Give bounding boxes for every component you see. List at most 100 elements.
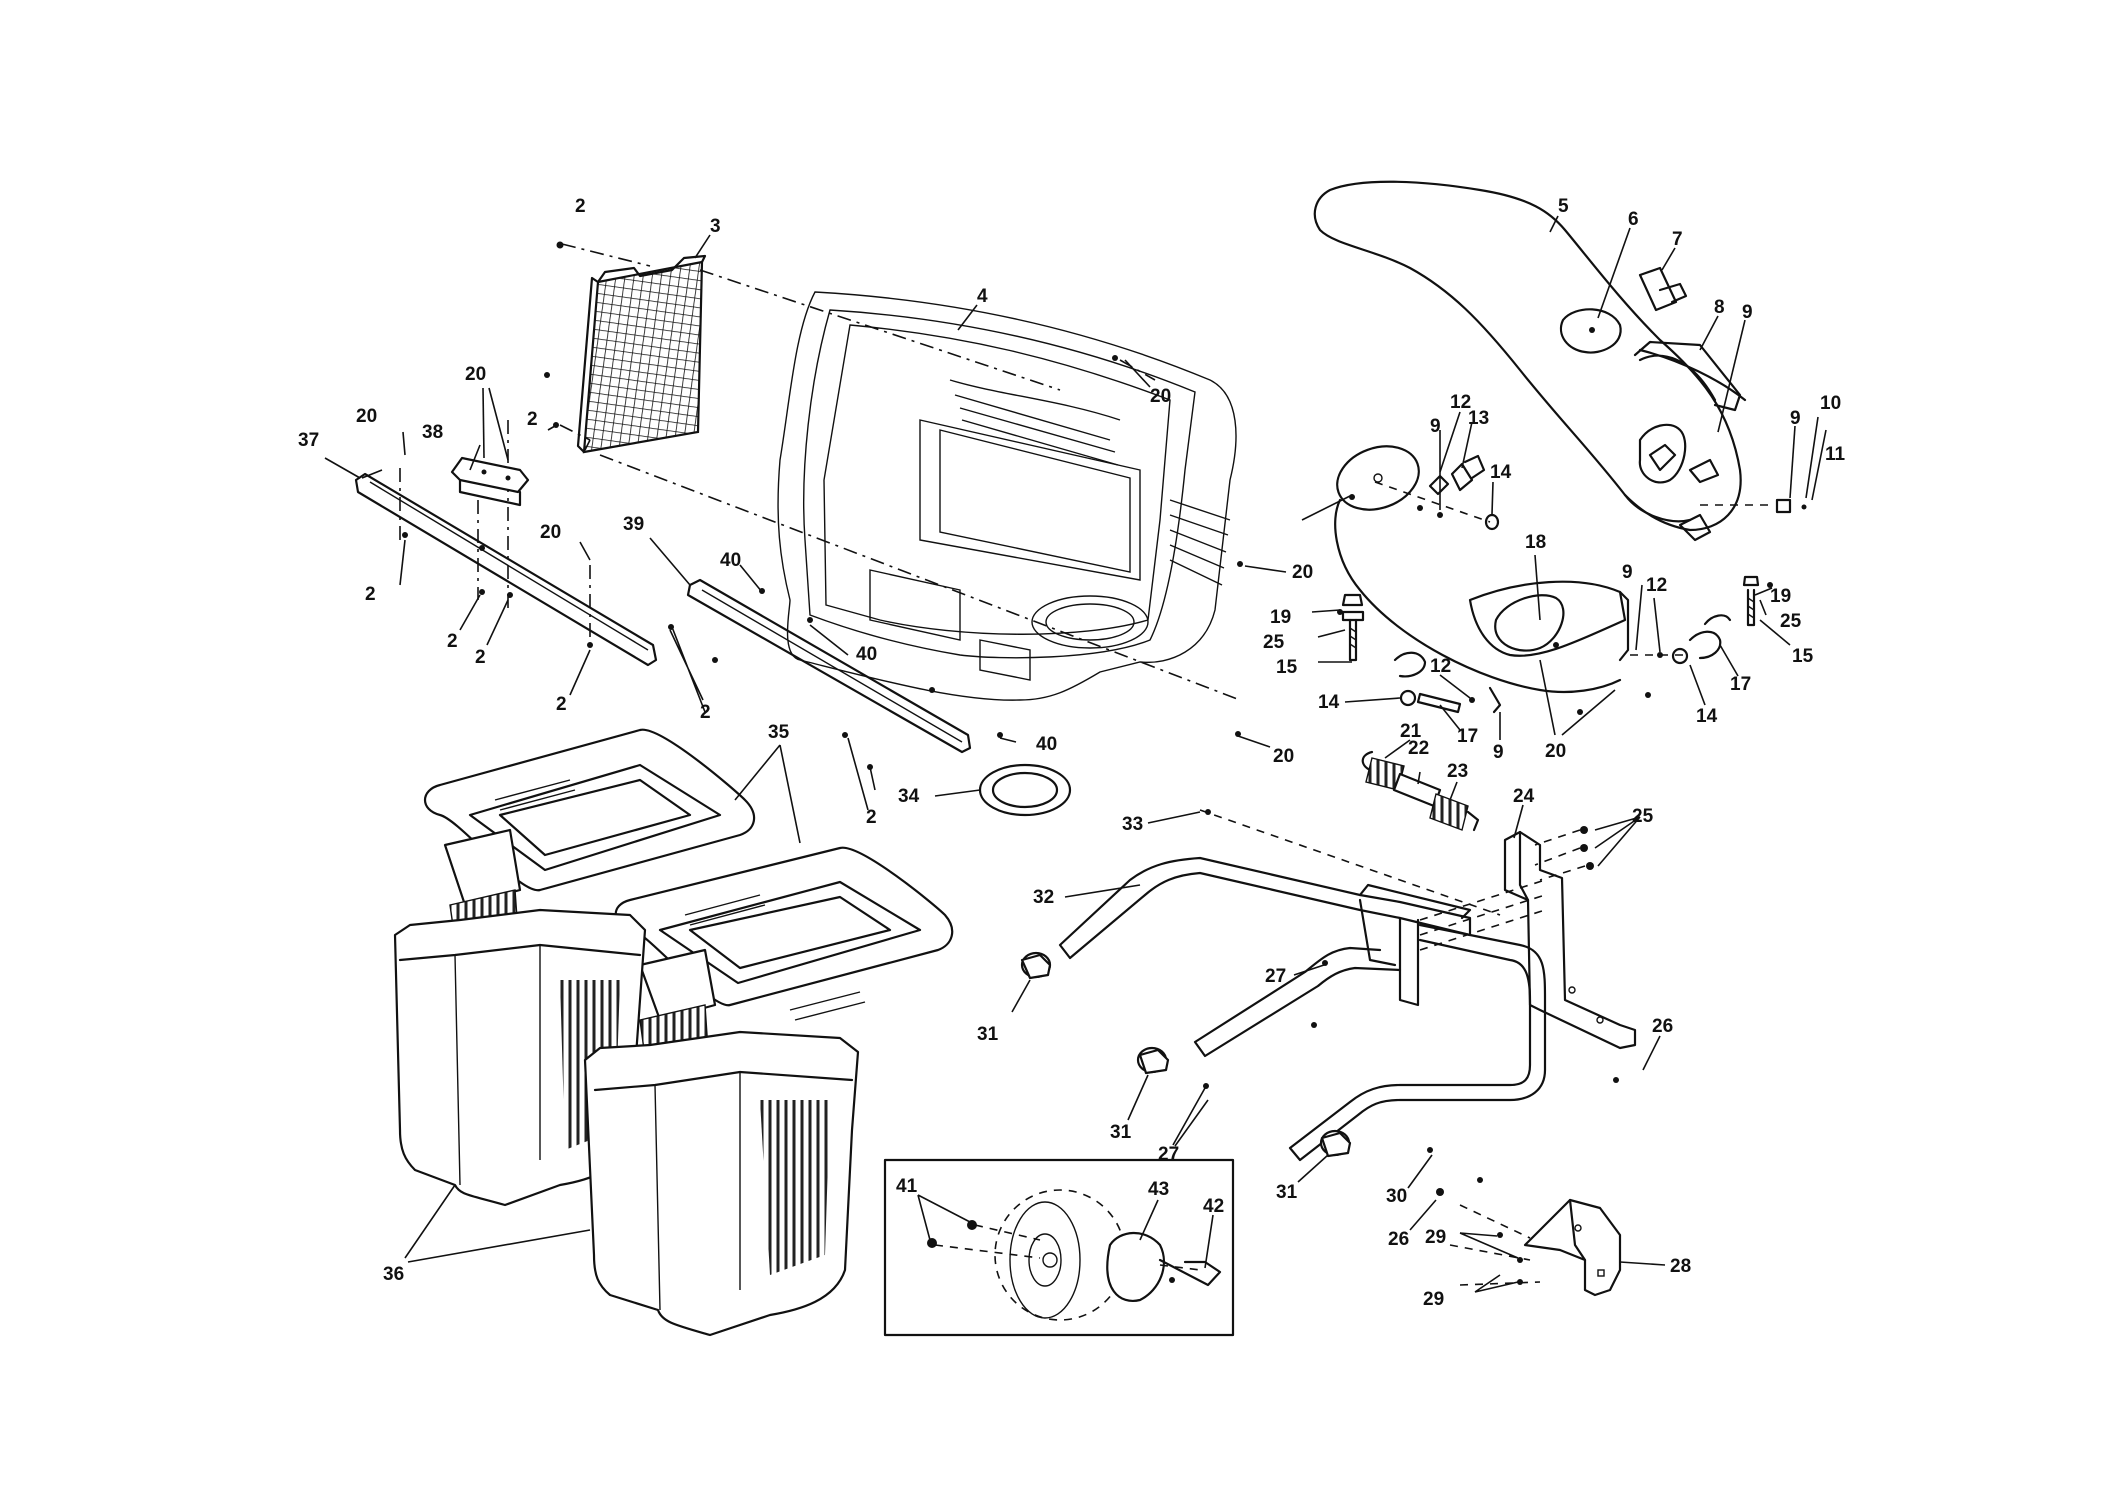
callout-37: 37 (298, 430, 319, 451)
callout-29: 29 (1423, 1289, 1444, 1310)
callout-2: 2 (556, 694, 567, 715)
callout-20: 20 (540, 522, 561, 543)
callout-8: 8 (1714, 297, 1725, 318)
callout-43: 43 (1148, 1179, 1169, 1200)
callout-31: 31 (1276, 1182, 1298, 1203)
bracket-disc-part (1334, 445, 1622, 694)
callout-9: 9 (1790, 408, 1801, 429)
end-cap-part (1319, 1129, 1352, 1158)
inset-detail-box (883, 1158, 1235, 1337)
callout-2: 2 (475, 647, 486, 668)
callout-12: 12 (1646, 575, 1667, 596)
screen-part (561, 243, 707, 454)
callout-15: 15 (1792, 646, 1814, 667)
callout-9: 9 (1742, 302, 1753, 323)
chute-part (1313, 180, 1747, 532)
callout-33: 33 (1122, 814, 1143, 835)
callout-42: 42 (1203, 1196, 1224, 1217)
callout-12: 12 (1430, 656, 1451, 677)
deflector-handle-part (1633, 340, 1742, 542)
callout-labels: 2 3 4 5 6 7 8 9 9 10 11 12 13 9 14 20 20… (298, 196, 1846, 1310)
callout-40: 40 (720, 550, 741, 571)
callout-13: 13 (1468, 408, 1489, 429)
callout-15: 15 (1276, 657, 1298, 678)
callout-17: 17 (1457, 726, 1478, 747)
lower-strip-part (686, 578, 972, 754)
callout-41: 41 (896, 1176, 918, 1197)
callout-20: 20 (1292, 562, 1313, 583)
callout-19: 19 (1770, 586, 1791, 607)
guide-line (599, 454, 1241, 701)
callout-4: 4 (977, 286, 988, 307)
callout-17: 17 (1730, 674, 1751, 695)
callout-40: 40 (856, 644, 877, 665)
callout-18: 18 (1525, 532, 1546, 553)
callout-2: 2 (866, 807, 877, 828)
pin-part (1700, 498, 1807, 514)
bag-part (583, 1030, 860, 1337)
leader-lines (324, 215, 1827, 1293)
bracket-part (1468, 580, 1630, 662)
callout-32: 32 (1033, 887, 1054, 908)
basket-top-part (423, 728, 756, 976)
callout-25: 25 (1632, 806, 1654, 827)
callout-7: 7 (1672, 229, 1683, 250)
bolt-part (1742, 575, 1760, 627)
callout-24: 24 (1513, 786, 1535, 807)
callout-2: 2 (575, 196, 586, 217)
bolt-part (1341, 593, 1365, 662)
guide-line (699, 269, 1061, 391)
callout-26: 26 (1652, 1016, 1673, 1037)
strip-part (354, 472, 658, 667)
callout-31: 31 (977, 1024, 999, 1045)
callout-38: 38 (422, 422, 443, 443)
callout-29: 29 (1425, 1227, 1446, 1248)
guide-line (1534, 829, 1586, 881)
spring-clip-part (1630, 614, 1732, 665)
callout-5: 5 (1558, 196, 1569, 217)
clip-part (1638, 266, 1688, 312)
callout-34: 34 (898, 786, 920, 807)
callout-25: 25 (1780, 611, 1802, 632)
callout-20: 20 (1273, 746, 1294, 767)
callout-20: 20 (356, 406, 377, 427)
callout-20: 20 (465, 364, 486, 385)
spring-assembly-part (1361, 750, 1480, 832)
callout-27: 27 (1265, 966, 1286, 987)
callout-19: 19 (1270, 607, 1291, 628)
callout-27: 27 (1158, 1144, 1179, 1165)
callout-11: 11 (1825, 444, 1846, 465)
callout-35: 35 (768, 722, 790, 743)
callout-2: 2 (447, 631, 458, 652)
callout-6: 6 (1628, 209, 1639, 230)
callout-9: 9 (1430, 416, 1441, 437)
end-cap-part (1136, 1046, 1170, 1075)
callout-23: 23 (1447, 761, 1468, 782)
callout-2: 2 (365, 584, 376, 605)
callout-36: 36 (383, 1264, 404, 1285)
callout-20: 20 (1150, 386, 1171, 407)
tube-frame-part (1058, 856, 1547, 1162)
hitch-bracket-part (1523, 1198, 1622, 1297)
end-cap-part (1020, 951, 1052, 980)
callout-14: 14 (1318, 692, 1340, 713)
callout-30: 30 (1386, 1186, 1407, 1207)
callout-9: 9 (1622, 562, 1633, 583)
callout-2: 2 (527, 409, 538, 430)
callout-25: 25 (1263, 632, 1285, 653)
guide-line (1419, 879, 1546, 951)
ring-part (978, 763, 1072, 817)
top-plate-part (450, 456, 530, 507)
callout-10: 10 (1820, 393, 1841, 414)
callout-14: 14 (1696, 706, 1718, 727)
housing-part (777, 291, 1237, 701)
callout-20: 20 (1545, 741, 1566, 762)
callout-21: 21 (1400, 721, 1422, 742)
callout-26: 26 (1388, 1229, 1409, 1250)
callout-40: 40 (1036, 734, 1057, 755)
callout-39: 39 (623, 514, 644, 535)
callout-14: 14 (1490, 462, 1512, 483)
plate-part (1559, 308, 1622, 354)
guide-line (1199, 809, 1501, 916)
